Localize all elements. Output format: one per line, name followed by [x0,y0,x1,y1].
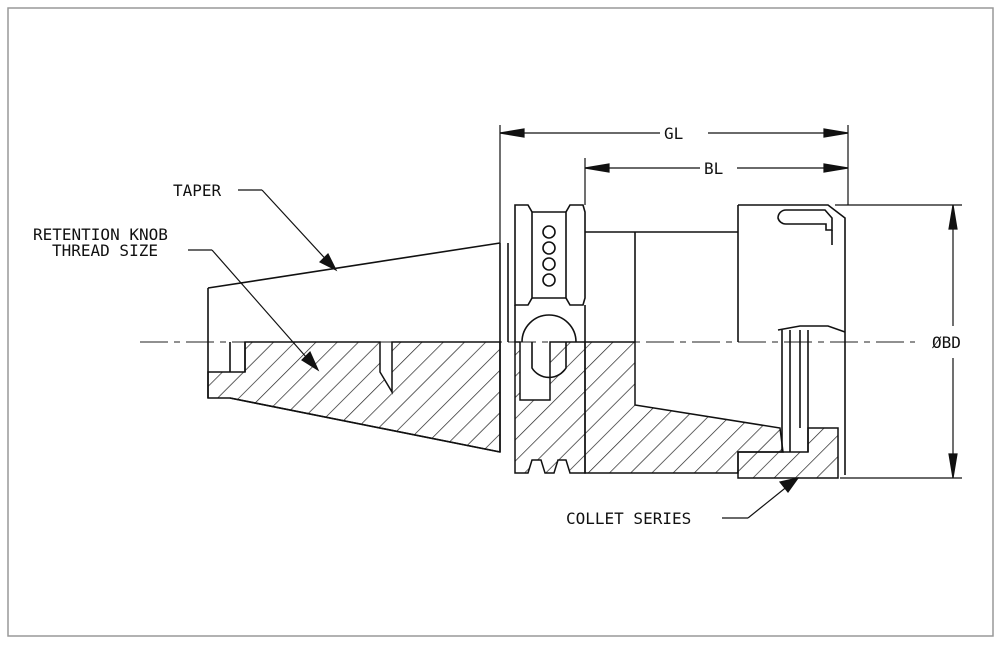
bl-label: BL [704,159,723,178]
flange-section [514,341,586,474]
leader-lines [188,189,800,519]
dimension-lines [499,125,962,479]
drawing-frame [7,7,994,637]
section-view [207,341,839,479]
gl-label: GL [664,124,683,143]
taper-label: TAPER [173,181,222,200]
collet-series-label: COLLET SERIES [566,509,691,528]
retention-label-line1: RETENTION KNOB [33,225,168,244]
taper-section [207,341,501,453]
bd-label: ØBD [932,333,961,352]
profile-lines [207,204,846,475]
retention-label-line2: THREAD SIZE [52,241,158,260]
